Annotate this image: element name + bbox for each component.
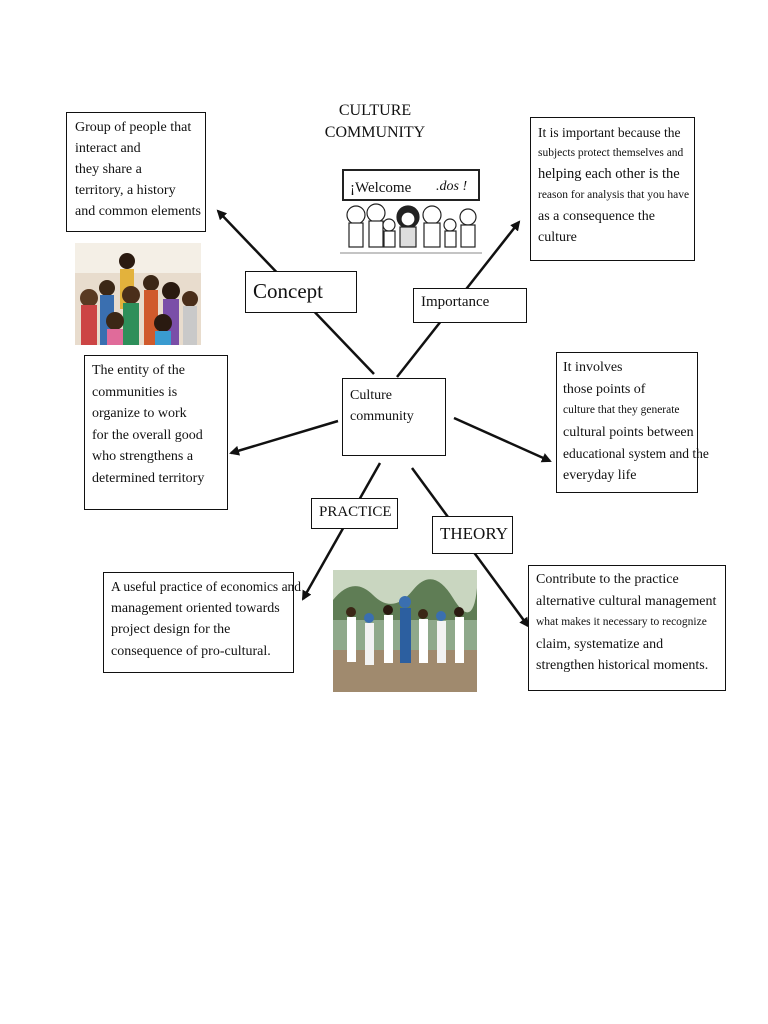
practice-definition-box: A useful practice of economics and manag…: [103, 572, 301, 673]
concept-definition-box: Group of people that interact and they s…: [66, 112, 206, 232]
arrow-involves: [453, 416, 552, 463]
theory-definition-box: Contribute to the practice alternative c…: [528, 565, 726, 691]
involves-definition-box: It involves those points of culture that…: [556, 352, 709, 493]
entity-definition-box: The entity of the communities is organiz…: [84, 355, 228, 510]
concept-label-box: Concept: [245, 271, 357, 313]
importance-label-box: Importance: [413, 288, 527, 323]
arrow-practice: [301, 462, 382, 601]
practice-label-box: PRACTICE: [311, 498, 398, 529]
concept-label: Concept: [253, 279, 323, 303]
children-group-photo: [75, 243, 201, 345]
arrow-entity: [229, 419, 339, 456]
diagram-title: CULTURE COMMUNITY: [324, 102, 426, 141]
center-node: Culture community: [342, 378, 446, 456]
outdoor-group-photo: [333, 570, 477, 692]
importance-label: Importance: [421, 294, 490, 310]
importance-definition-box: It is important because the subjects pro…: [530, 117, 695, 261]
practice-label: PRACTICE: [319, 504, 392, 520]
theory-label-box: THEORY: [432, 516, 513, 554]
welcome-text-a: ¡Welcome: [350, 180, 412, 196]
welcome-text-b: .dos !: [436, 179, 467, 194]
welcome-sign-illustration: ¡Welcome .dos !: [340, 165, 482, 260]
theory-label: THEORY: [440, 524, 508, 543]
